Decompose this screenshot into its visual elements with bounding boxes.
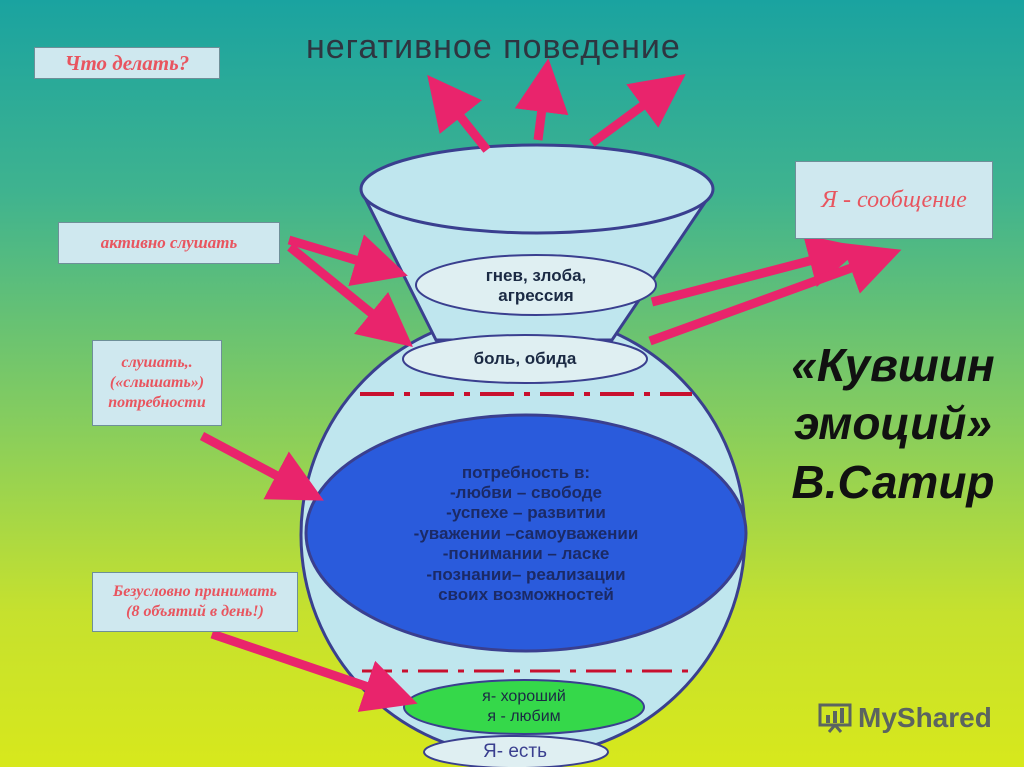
listen-needs-box: слушать,. («слышать») потребности: [92, 340, 222, 426]
title-line-2: эмоций»: [794, 397, 992, 450]
arrow-anger-to-imessage: [650, 234, 863, 307]
negative-behavior-label: негативное поведение: [306, 28, 681, 66]
what-to-do-box: Что делать?: [34, 47, 220, 79]
anger-ellipse: [415, 254, 657, 316]
good-line-1: я- хороший: [482, 688, 566, 705]
pain-label: боль, обида: [473, 349, 577, 368]
title-line-1: «Кувшин: [791, 339, 995, 391]
i-message-text: Я - сообщение: [821, 187, 967, 213]
watermark: MyShared: [818, 702, 992, 734]
listen-needs-line-1: слушать,.: [121, 354, 193, 371]
anger-line-1: гнев, злоба,: [485, 265, 587, 285]
arrow-listen-to-anger: [287, 234, 408, 287]
exist-label: Я- есть: [483, 741, 547, 762]
accept-line-2: (8 объятий в день!): [126, 603, 264, 620]
pain-ellipse: [402, 334, 648, 384]
listen-needs-line-2: («слышать»): [109, 374, 205, 391]
title-line-3: В.Сатир: [791, 455, 995, 508]
arrow-up-center: [514, 58, 569, 141]
arrows: [199, 58, 902, 712]
arrow-up-right: [589, 73, 686, 147]
needs-line-4: -понимании – ласке: [442, 544, 610, 564]
accept-line-1: Безусловно принимать: [113, 583, 277, 600]
watermark-text: MyShared: [858, 702, 992, 733]
good-line-2: я - любим: [487, 708, 561, 725]
arrow-accept-to-good: [210, 629, 418, 712]
anger-label: гнев, злоба, агрессия: [420, 260, 652, 312]
needs-line-2: -успехе – развитии: [446, 503, 606, 523]
jug-mouth: [359, 143, 715, 235]
diagram-title: «Кувшин эмоций» В.Сатир: [762, 336, 1024, 511]
active-listen-box: активно слушать: [58, 222, 280, 264]
arrow-needs-box-to-needs: [199, 432, 324, 501]
needs-label: потребность в: -любви – свободе -успехе …: [330, 448, 722, 620]
needs-line-1: -любви – свободе: [449, 483, 603, 503]
arrow-pain-to-imessage: [648, 242, 902, 346]
needs-line-3: -уважении –самоуважении: [413, 523, 639, 543]
needs-line-5: -познании– реализации: [426, 564, 626, 584]
needs-ellipse: [304, 413, 748, 653]
active-listen-text: активно слушать: [100, 233, 238, 253]
chart-logo-icon: [818, 703, 852, 733]
accept-box: Безусловно принимать (8 объятий в день!): [92, 572, 298, 632]
what-to-do-text: Что делать?: [64, 50, 190, 75]
good-label: я- хороший я - любим: [408, 684, 640, 730]
anger-line-2: агрессия: [498, 286, 574, 305]
listen-needs-line-3: потребности: [108, 394, 206, 411]
arrow-listen-to-pain: [287, 243, 413, 348]
needs-line-6: своих возможностей: [438, 584, 614, 604]
i-message-box: Я - сообщение: [795, 161, 993, 239]
arrow-up-left: [427, 74, 491, 153]
needs-line-0: потребность в:: [461, 462, 591, 482]
exist-ellipse: [423, 735, 609, 767]
